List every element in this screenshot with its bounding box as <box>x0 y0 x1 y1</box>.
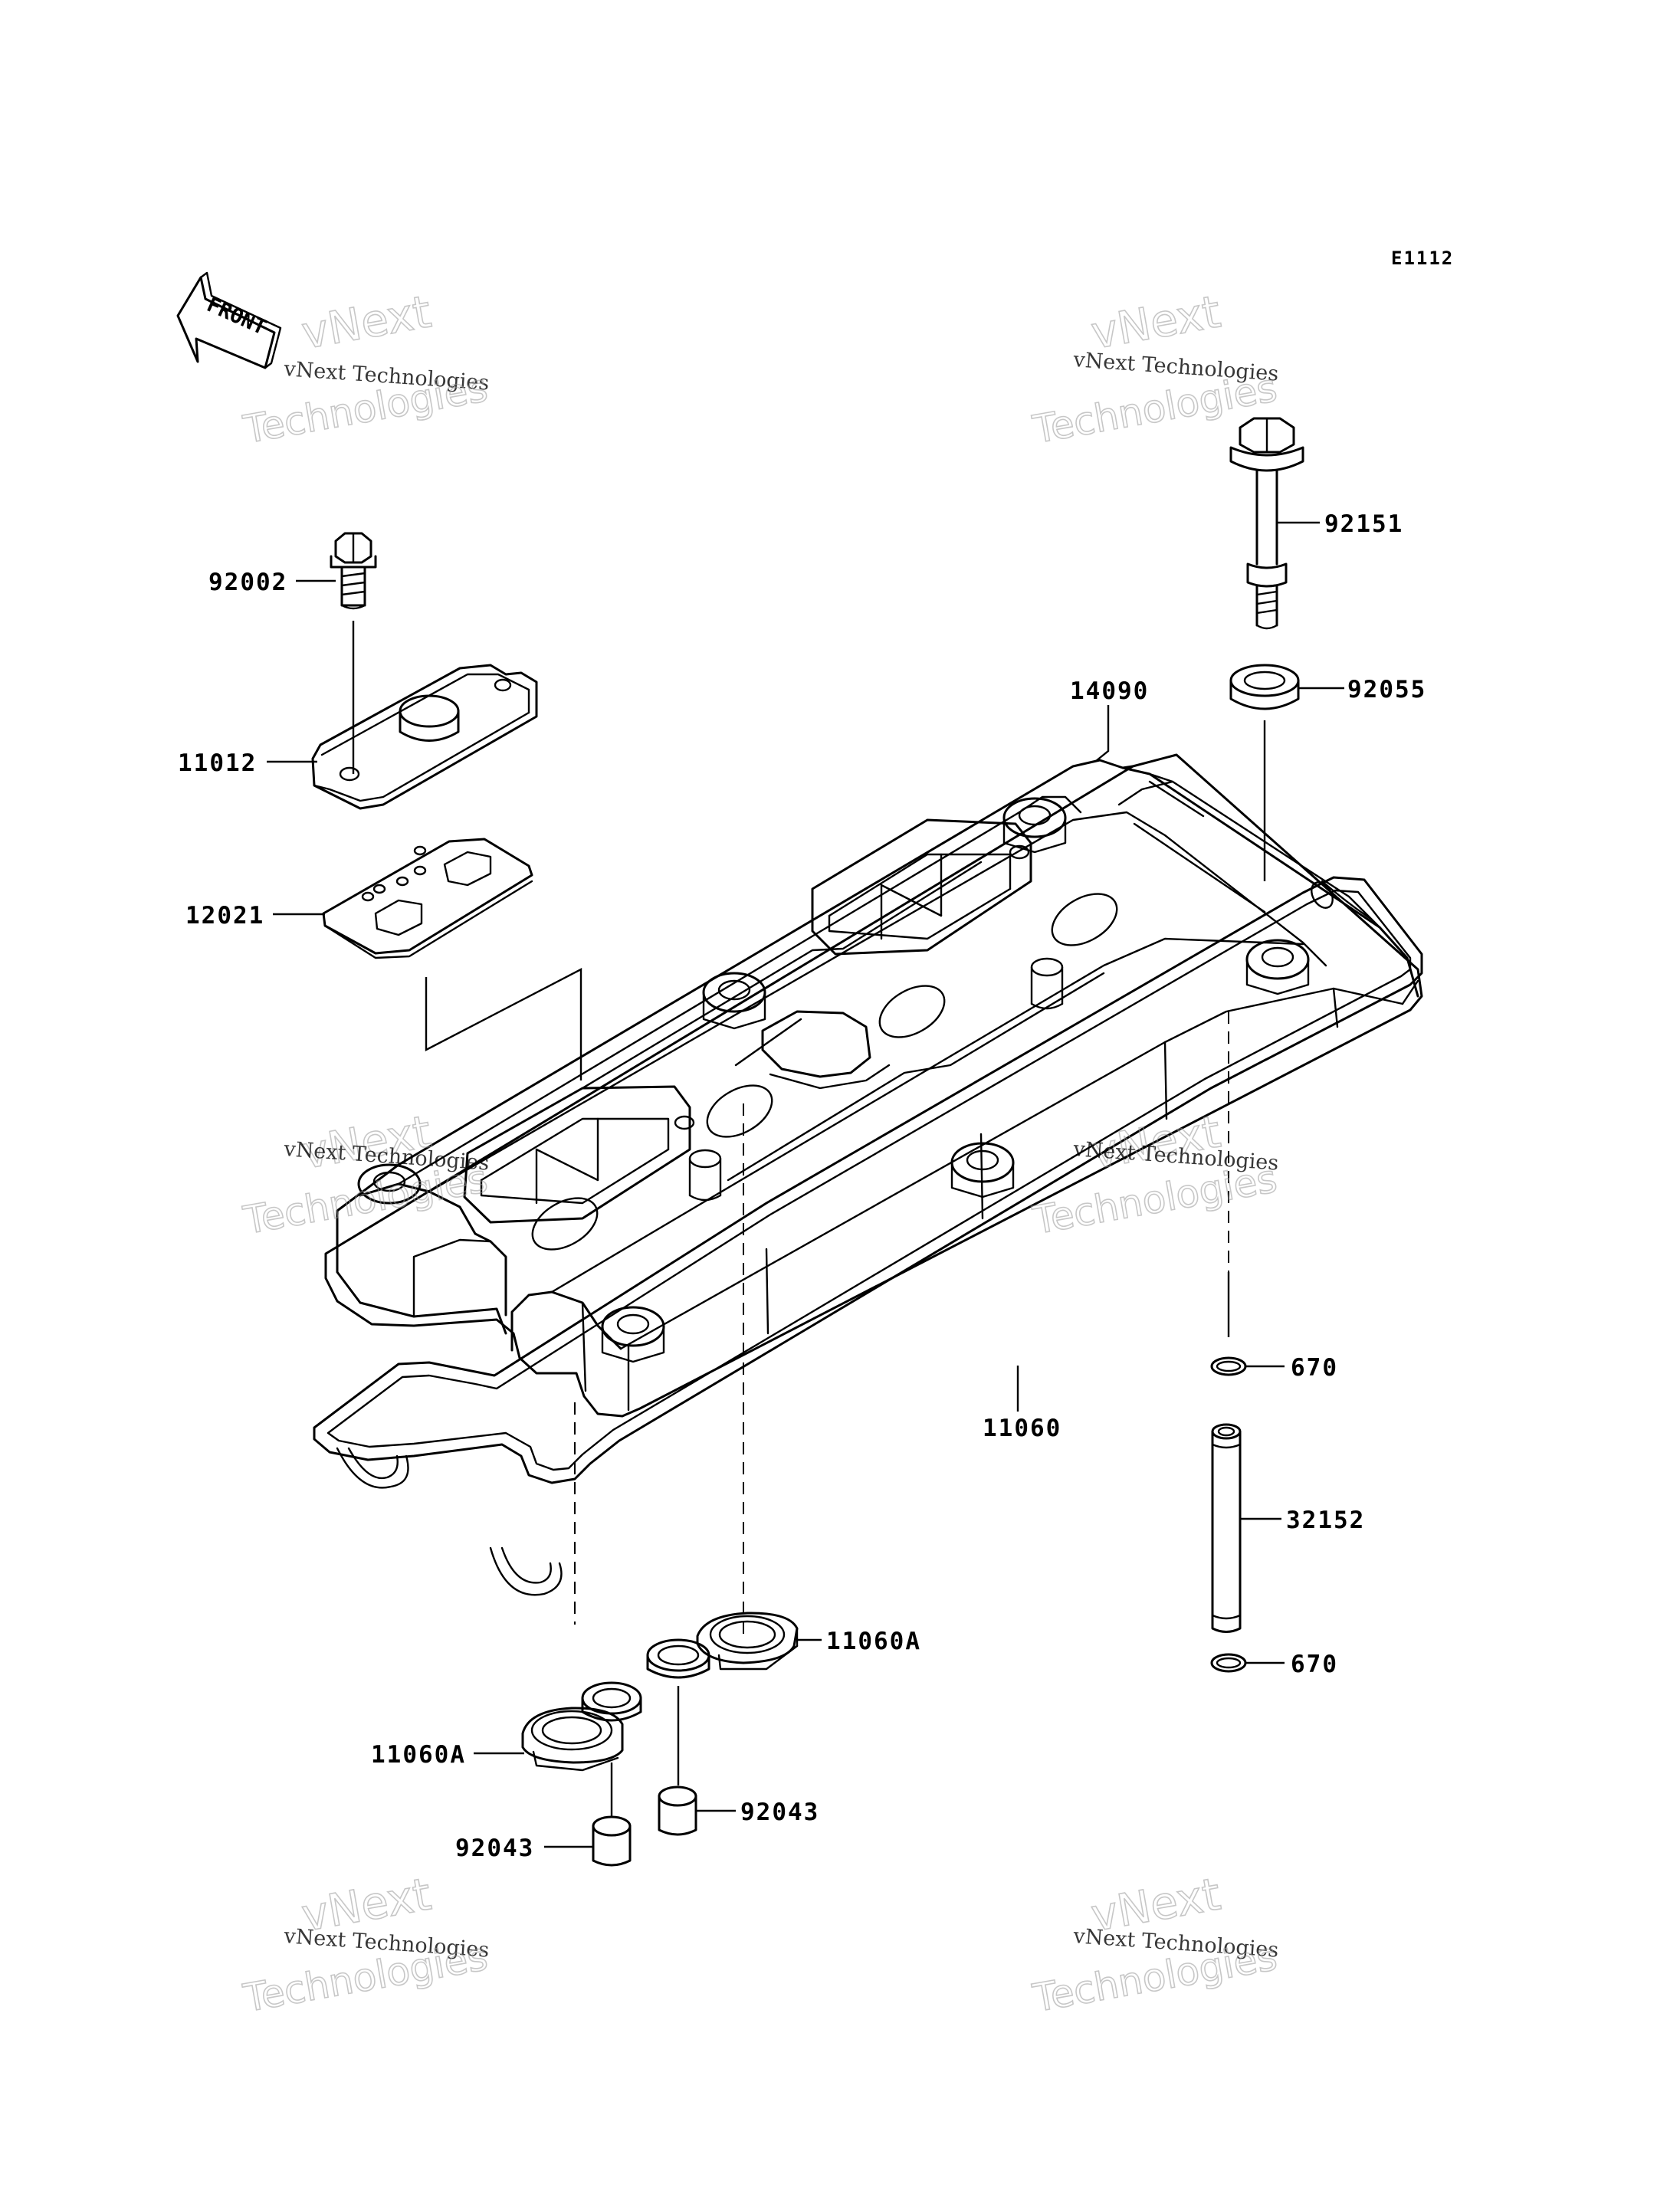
watermark-bottom-right: vNext vNext Technologies Technologies <box>1029 1867 1281 2022</box>
part-label-92055: 92055 <box>1347 676 1426 703</box>
part-label-670-top: 670 <box>1291 1354 1338 1382</box>
bolt-92002 <box>330 532 377 774</box>
watermark-mid-left: vNext vNext Technologies Technologies <box>239 1105 491 1244</box>
watermark-big1: vNext <box>298 285 435 359</box>
part-label-92043-right: 92043 <box>740 1799 819 1826</box>
part-label-92002: 92002 <box>208 569 287 596</box>
part-label-92043-left: 92043 <box>455 1835 534 1862</box>
oring-670-top <box>1210 1356 1247 1376</box>
head-cover-gasket-11060 <box>313 876 1423 1596</box>
valve-cover-14090 <box>324 753 1423 1640</box>
watermark-top-left: vNext vNext Technologies Technologies <box>239 285 491 453</box>
part-label-670-bottom: 670 <box>1291 1651 1338 1678</box>
watermark-bottom-left: vNext vNext Technologies Technologies <box>239 1867 491 2022</box>
plate-leader-line <box>425 968 582 1080</box>
plug-gasket-11060a-left <box>521 1707 624 1772</box>
bolt-92151 <box>1229 417 1304 630</box>
part-label-32152: 32152 <box>1286 1507 1365 1534</box>
oil-pipe-32152 <box>1211 1423 1242 1633</box>
part-label-11060a-left: 11060A <box>371 1741 466 1769</box>
collar-92043-right <box>658 1785 697 1836</box>
cover-cap-11012 <box>311 664 538 810</box>
leader-14090 <box>1095 705 1110 762</box>
part-label-11060a-right: 11060A <box>826 1628 921 1655</box>
plug-gasket-11060a-right <box>696 1612 799 1671</box>
watermark-big2: Technologies <box>1029 366 1280 452</box>
part-label-92151: 92151 <box>1324 510 1403 538</box>
front-arrow-icon: FRONT <box>176 271 282 369</box>
watermark-big1: vNext <box>1088 285 1225 359</box>
part-label-12021: 12021 <box>185 902 264 930</box>
watermark-big2: Technologies <box>1029 1156 1280 1243</box>
part-label-11060: 11060 <box>983 1415 1061 1442</box>
plate-12021 <box>322 838 533 959</box>
part-label-14090: 14090 <box>1070 677 1149 705</box>
washer-92055 <box>1229 664 1300 881</box>
diagram-code: E1112 <box>1391 248 1454 269</box>
part-label-11012: 11012 <box>178 749 257 777</box>
oring-670-bottom <box>1210 1653 1247 1673</box>
plug-gasket-11060a-small-right <box>646 1638 710 1679</box>
front-marker-label: FRONT <box>203 293 270 339</box>
collar-92043-left <box>592 1815 632 1867</box>
